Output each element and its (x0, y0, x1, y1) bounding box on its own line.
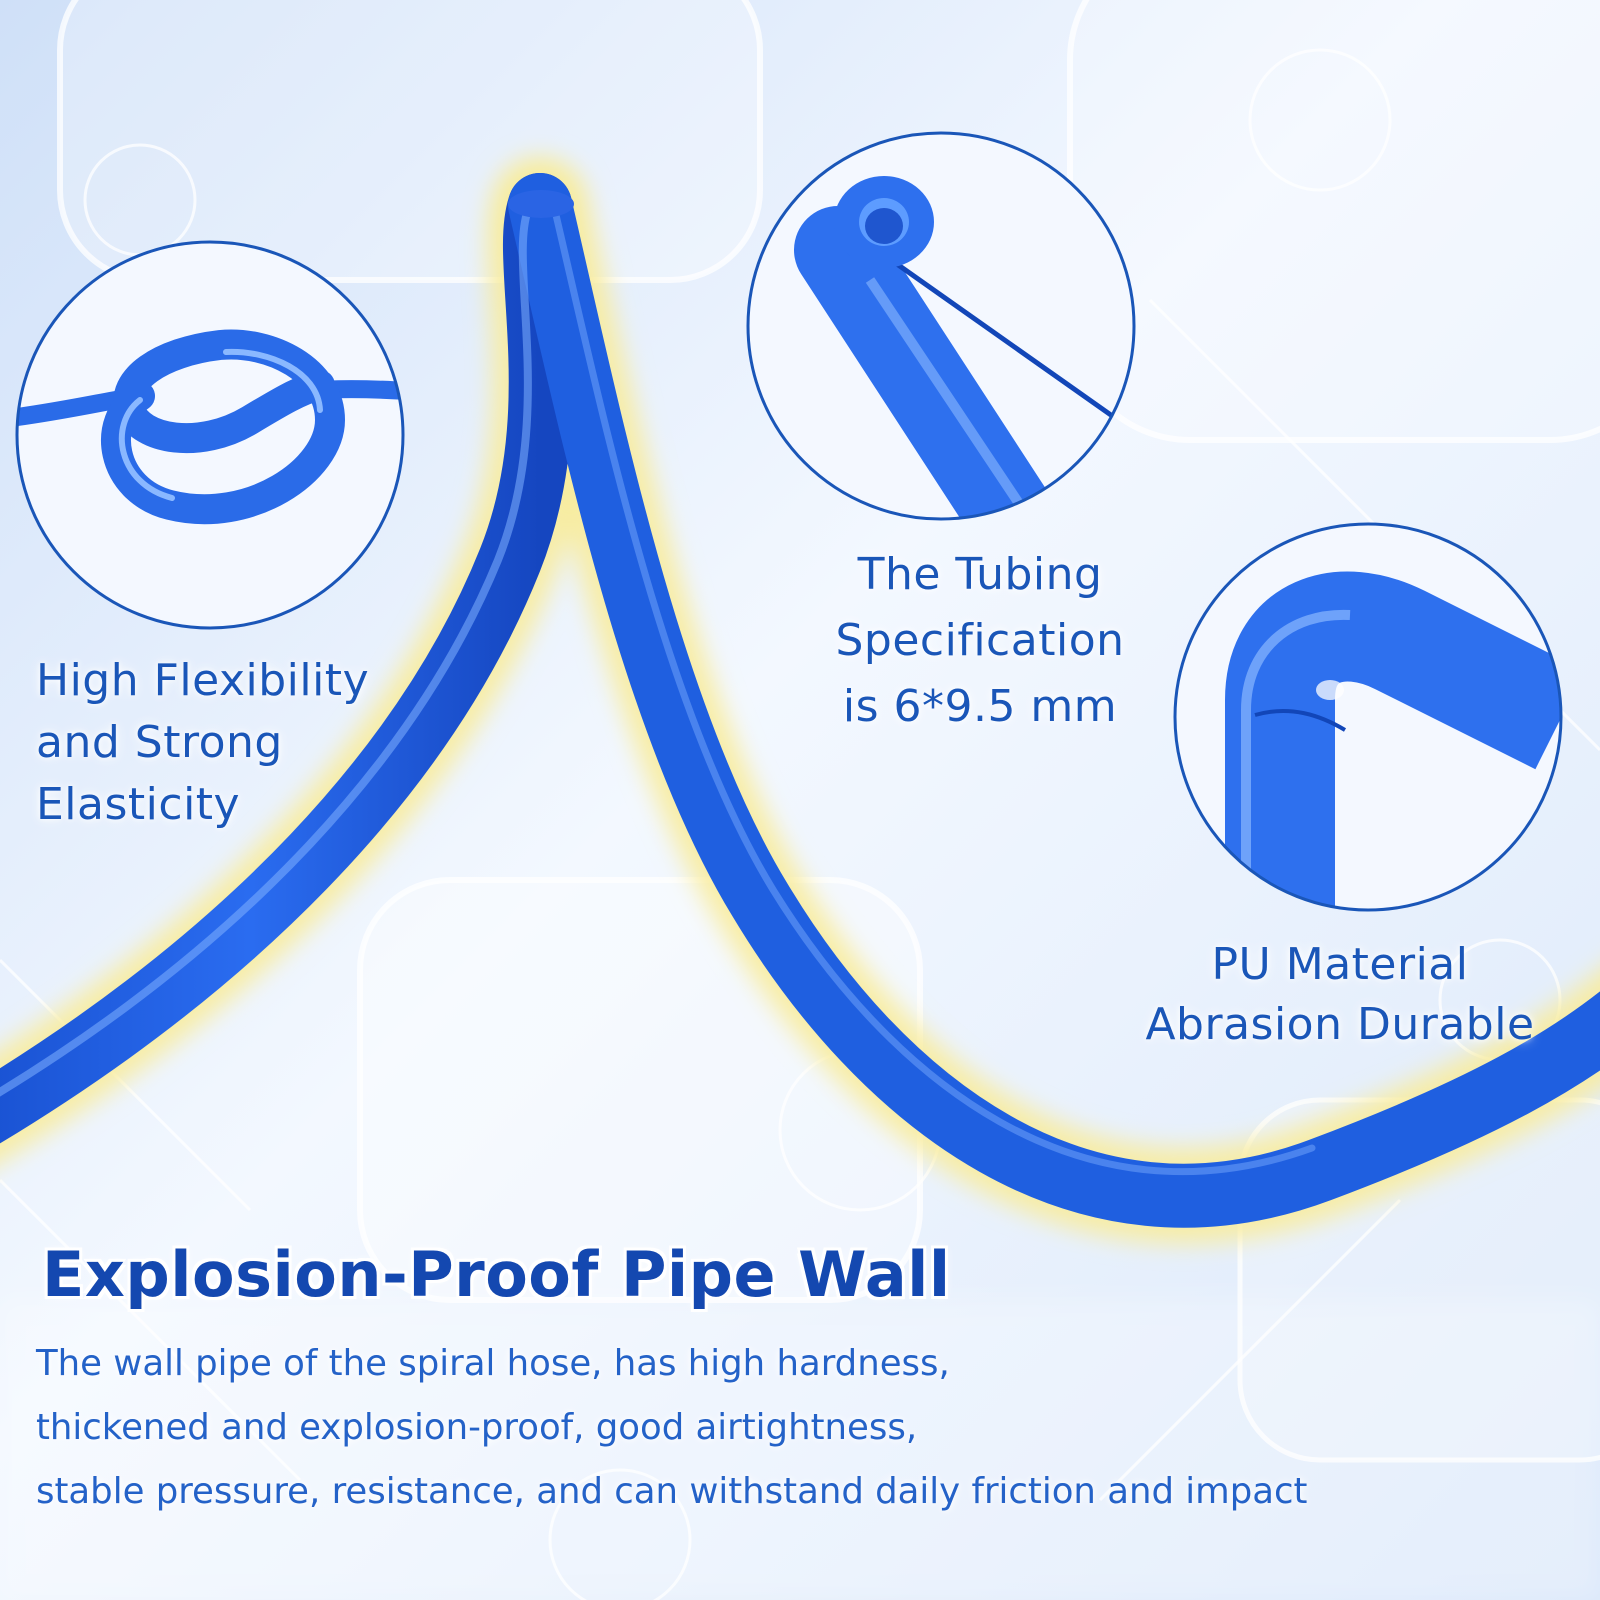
flexibility-line-3: Elasticity (36, 779, 241, 830)
description-line-3: stable pressure, resistance, and can wit… (36, 1471, 1308, 1512)
flexibility-feature-text: High Flexibility and Strong Elasticity (36, 650, 369, 836)
flexibility-line-1: High Flexibility (36, 655, 370, 706)
bend-detail-frame (1173, 522, 1563, 912)
knot-detail-image (17, 242, 403, 628)
specification-feature-text: The Tubing Specification is 6*9.5 mm (790, 542, 1170, 740)
specification-line-1: The Tubing (857, 549, 1103, 600)
description: The wall pipe of the spiral hose, has hi… (36, 1332, 1307, 1524)
description-line-2: thickened and explosion-proof, good airt… (36, 1407, 918, 1448)
headline: Explosion-Proof Pipe Wall (42, 1238, 951, 1311)
flexibility-line-2: and Strong (36, 717, 283, 768)
material-line-2: Abrasion Durable (1145, 999, 1535, 1050)
cross-section-detail-frame (746, 131, 1136, 521)
knot-detail-frame (15, 240, 405, 630)
cross-section-detail-image (748, 133, 1134, 519)
material-line-1: PU Material (1211, 939, 1469, 990)
main-tube (0, 173, 1600, 1228)
description-line-1: The wall pipe of the spiral hose, has hi… (36, 1343, 950, 1384)
bend-detail-image (1175, 524, 1561, 910)
specification-line-3: is 6*9.5 mm (842, 681, 1118, 732)
material-feature-text: PU Material Abrasion Durable (1100, 935, 1580, 1055)
specification-line-2: Specification (835, 615, 1125, 666)
